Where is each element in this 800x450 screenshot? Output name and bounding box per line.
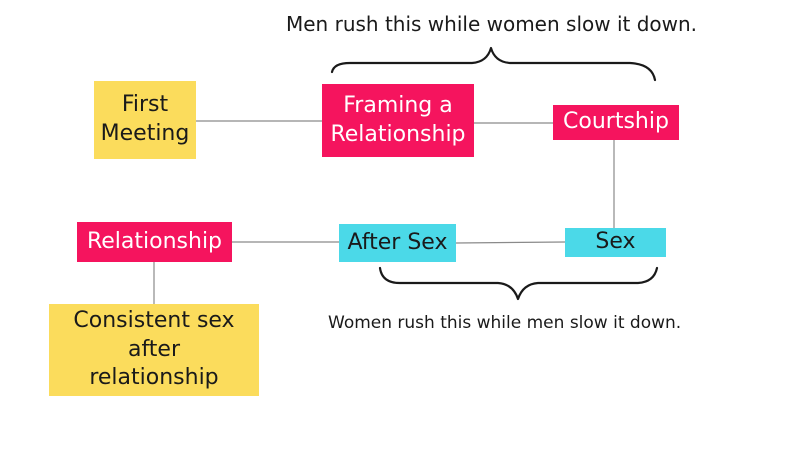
node-framing-relationship: Framing a Relationship xyxy=(322,84,474,157)
bottom-annotation: Women rush this while men slow it down. xyxy=(328,313,682,333)
connector-sex-after-sex xyxy=(455,241,566,244)
bottom-brace xyxy=(378,266,659,301)
node-sex: Sex xyxy=(565,228,666,257)
node-consistent-sex: Consistent sex after relationship xyxy=(49,304,259,396)
node-after-sex: After Sex xyxy=(339,224,456,262)
node-first-meeting: First Meeting xyxy=(94,81,196,159)
node-relationship: Relationship xyxy=(77,222,232,262)
node-courtship: Courtship xyxy=(553,105,679,140)
top-brace xyxy=(330,46,657,82)
top-annotation: Men rush this while women slow it down. xyxy=(286,12,698,36)
